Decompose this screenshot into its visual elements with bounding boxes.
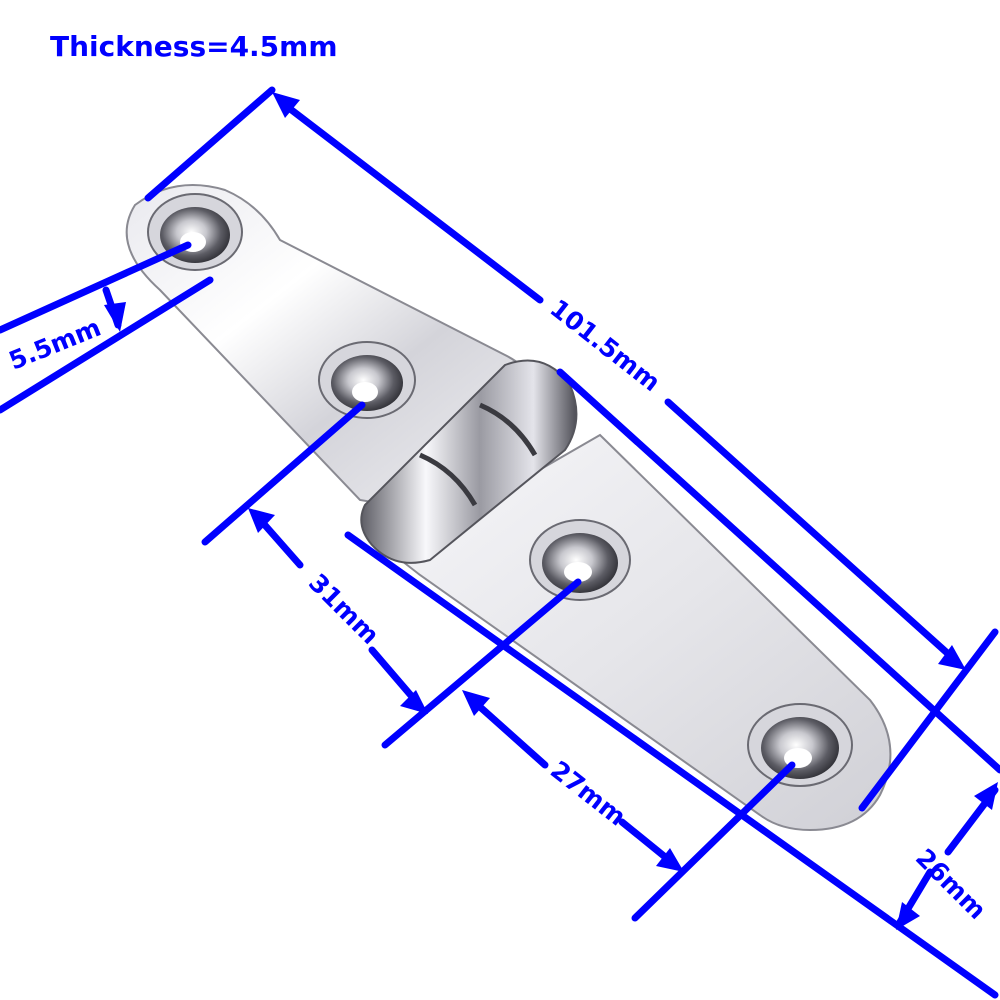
dimension-label-27: 27mm (545, 755, 631, 831)
screw-hole (529, 519, 631, 601)
extension-line (381, 578, 582, 749)
arrowhead (462, 690, 490, 716)
hinge-knuckle (360, 359, 578, 564)
extension-line (201, 401, 366, 546)
screw-hole (747, 703, 853, 787)
arrowhead (272, 92, 300, 118)
arrowhead (896, 902, 920, 930)
extension-line (344, 531, 999, 999)
dimension-line-length (281, 101, 544, 304)
arrowhead (104, 302, 126, 332)
arrowhead (974, 782, 998, 810)
dimension-line-length (664, 398, 959, 664)
extension-line (144, 86, 276, 202)
arrowhead (656, 848, 684, 872)
arrowhead (248, 508, 275, 533)
extension-line (0, 241, 192, 334)
arrowhead (400, 690, 428, 714)
extension-line (556, 368, 1000, 774)
dimension-line-27 (466, 694, 549, 769)
extension-line (0, 276, 214, 414)
extension-line (858, 628, 999, 812)
extension-line (631, 761, 796, 922)
thickness-label: Thickness=4.5mm (50, 30, 338, 63)
arrowhead (938, 645, 966, 670)
screw-hole (318, 341, 416, 419)
dimension-label-31: 31mm (303, 568, 385, 650)
